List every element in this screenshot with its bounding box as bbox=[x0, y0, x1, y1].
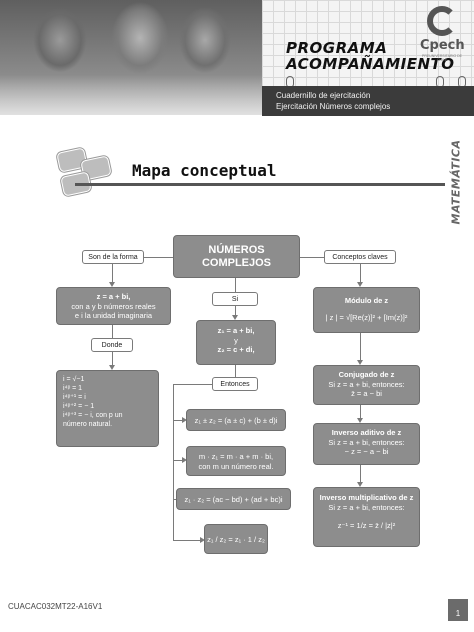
quotient-operation-box: z₁ / z₂ = z₁ · 1 / z₂ bbox=[204, 524, 268, 554]
label-si: Si bbox=[212, 292, 258, 306]
subject-label: MATEMÁTICA bbox=[449, 139, 463, 225]
subtitle-line1: Cuadernillo de ejercitación bbox=[276, 91, 371, 100]
label-donde: Donde bbox=[91, 338, 133, 352]
inverso-aditivo-box: Inverso aditivo de z Si z = a + bi, ento… bbox=[313, 423, 420, 465]
section-title: Mapa conceptual bbox=[45, 158, 445, 186]
subtitle-band bbox=[262, 86, 474, 116]
logo-c-icon bbox=[427, 6, 457, 36]
cpech-logo: Cpech PREUNIVERSITARIO DE CHILE bbox=[420, 6, 465, 64]
inverso-multiplicativo-box: Inverso multiplicativo de z Si z = a + b… bbox=[313, 487, 420, 547]
label-son-de-la-forma: Son de la forma bbox=[82, 250, 144, 264]
label-conceptos-claves: Conceptos claves bbox=[324, 250, 396, 264]
title-underline bbox=[75, 183, 445, 186]
si-box: z₁ = a + bi, y z₂ = c + di, bbox=[196, 320, 276, 365]
document-code: CUACAC032MT22-A16V1 bbox=[8, 602, 103, 611]
conjugado-box: Conjugado de z Si z = a + bi, entonces: … bbox=[313, 365, 420, 405]
sum-operation-box: z₁ ± z₂ = (a ± c) + (b ± d)i bbox=[186, 409, 286, 431]
students-photo bbox=[0, 0, 262, 115]
imaginary-powers-box: i = √−1 i⁴ᵖ = 1 i⁴ᵖ⁺¹ = i i⁴ᵖ⁺² = − 1 i⁴… bbox=[56, 370, 159, 447]
modulo-box: Módulo de z | z | = √[Re(z)]² + [Im(z)]² bbox=[313, 287, 420, 333]
central-concept-box: NÚMEROS COMPLEJOS bbox=[173, 235, 300, 278]
product-operation-box: z₁ · z₂ = (ac − bd) + (ad + bc)i bbox=[176, 488, 291, 510]
form-box: z = a + bi, con a y b números reales e i… bbox=[56, 287, 171, 325]
label-entonces: Entonces bbox=[212, 377, 258, 391]
page-number: 1 bbox=[448, 599, 468, 621]
program-title: PROGRAMA ACOMPAÑAMIENTO bbox=[286, 39, 455, 73]
scalar-operation-box: m · z₁ = m · a + m · bi, con m un número… bbox=[186, 446, 286, 476]
subtitle-line2: Ejercitación Números complejos bbox=[276, 102, 391, 111]
